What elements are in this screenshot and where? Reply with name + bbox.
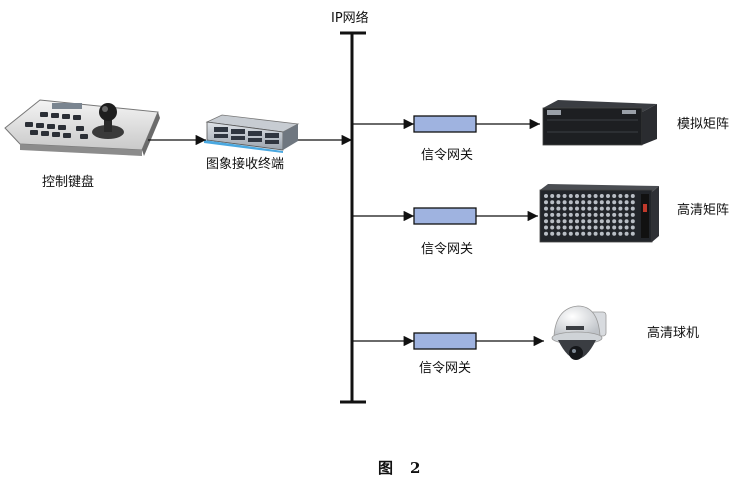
ip-network-backbone bbox=[340, 31, 366, 404]
image-receiver-label: 图象接收终端 bbox=[206, 156, 284, 172]
figure-caption-prefix: 图 bbox=[378, 459, 393, 477]
hd-matrix-device bbox=[539, 184, 659, 243]
image-receiver-device bbox=[204, 114, 300, 153]
signaling-gateway-1 bbox=[413, 115, 477, 133]
hd-matrix-label: 高清矩阵 bbox=[677, 202, 729, 218]
figure-caption-number: 2 bbox=[410, 459, 420, 477]
control-keyboard-label: 控制键盘 bbox=[42, 174, 94, 190]
signaling-gateway-3-label: 信令网关 bbox=[419, 361, 471, 376]
hd-dome-camera-device bbox=[551, 305, 607, 360]
ip-network-label: IP网络 bbox=[331, 10, 369, 26]
signaling-gateway-2-label: 信令网关 bbox=[421, 242, 473, 257]
hd-dome-camera-label: 高清球机 bbox=[647, 325, 699, 341]
signaling-gateway-3 bbox=[413, 332, 477, 350]
analog-matrix-device bbox=[542, 100, 657, 146]
analog-matrix-label: 模拟矩阵 bbox=[677, 117, 729, 132]
control-keyboard-device bbox=[4, 99, 160, 156]
signaling-gateway-2 bbox=[413, 207, 477, 225]
signaling-gateway-1-label: 信令网关 bbox=[421, 148, 473, 163]
